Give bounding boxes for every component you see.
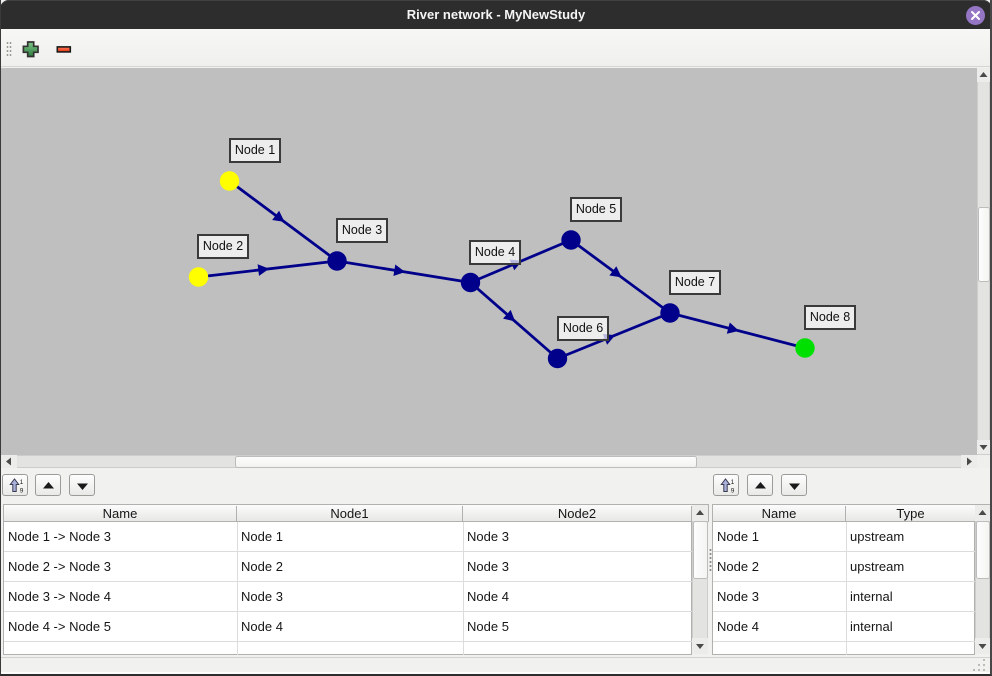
svg-text:1: 1	[20, 479, 24, 486]
svg-text:1: 1	[731, 479, 735, 486]
svg-text:9: 9	[20, 488, 24, 495]
svg-text:9: 9	[731, 488, 735, 495]
